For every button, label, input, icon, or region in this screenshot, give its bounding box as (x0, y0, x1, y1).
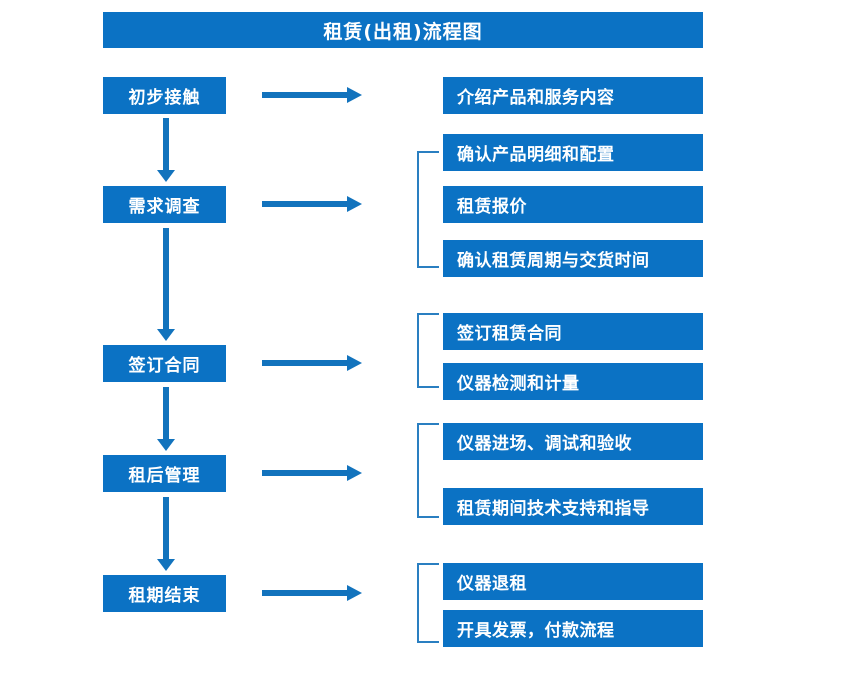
detail-box-2[interactable]: 确认产品明细和配置 (443, 134, 703, 171)
vertical-arrow-2-3 (157, 228, 175, 341)
detail-box-5[interactable]: 签订租赁合同 (443, 313, 703, 350)
group-bracket-5 (417, 563, 439, 643)
stage-box-4[interactable]: 租后管理 (103, 455, 226, 492)
vertical-arrow-3-4 (157, 387, 175, 451)
horizontal-arrow-4 (262, 463, 362, 483)
detail-box-4[interactable]: 确认租赁周期与交货时间 (443, 240, 703, 277)
detail-box-8[interactable]: 租赁期间技术支持和指导 (443, 488, 703, 525)
stage-box-2[interactable]: 需求调查 (103, 186, 226, 223)
detail-box-9[interactable]: 仪器退租 (443, 563, 703, 600)
stage-box-5[interactable]: 租期结束 (103, 575, 226, 612)
detail-box-7[interactable]: 仪器进场、调试和验收 (443, 423, 703, 460)
group-bracket-3 (417, 313, 439, 388)
horizontal-arrow-2 (262, 194, 362, 214)
stage-box-3[interactable]: 签订合同 (103, 345, 226, 382)
vertical-arrow-4-5 (157, 497, 175, 571)
horizontal-arrow-5 (262, 583, 362, 603)
horizontal-arrow-1 (262, 85, 362, 105)
group-bracket-4 (417, 423, 439, 518)
detail-box-3[interactable]: 租赁报价 (443, 186, 703, 223)
group-bracket-2 (417, 151, 439, 268)
vertical-arrow-1-2 (157, 118, 175, 182)
detail-box-1[interactable]: 介绍产品和服务内容 (443, 77, 703, 114)
detail-box-10[interactable]: 开具发票，付款流程 (443, 610, 703, 647)
stage-box-1[interactable]: 初步接触 (103, 77, 226, 114)
page-title: 租赁(出租)流程图 (103, 12, 703, 48)
detail-box-6[interactable]: 仪器检测和计量 (443, 363, 703, 400)
horizontal-arrow-3 (262, 353, 362, 373)
